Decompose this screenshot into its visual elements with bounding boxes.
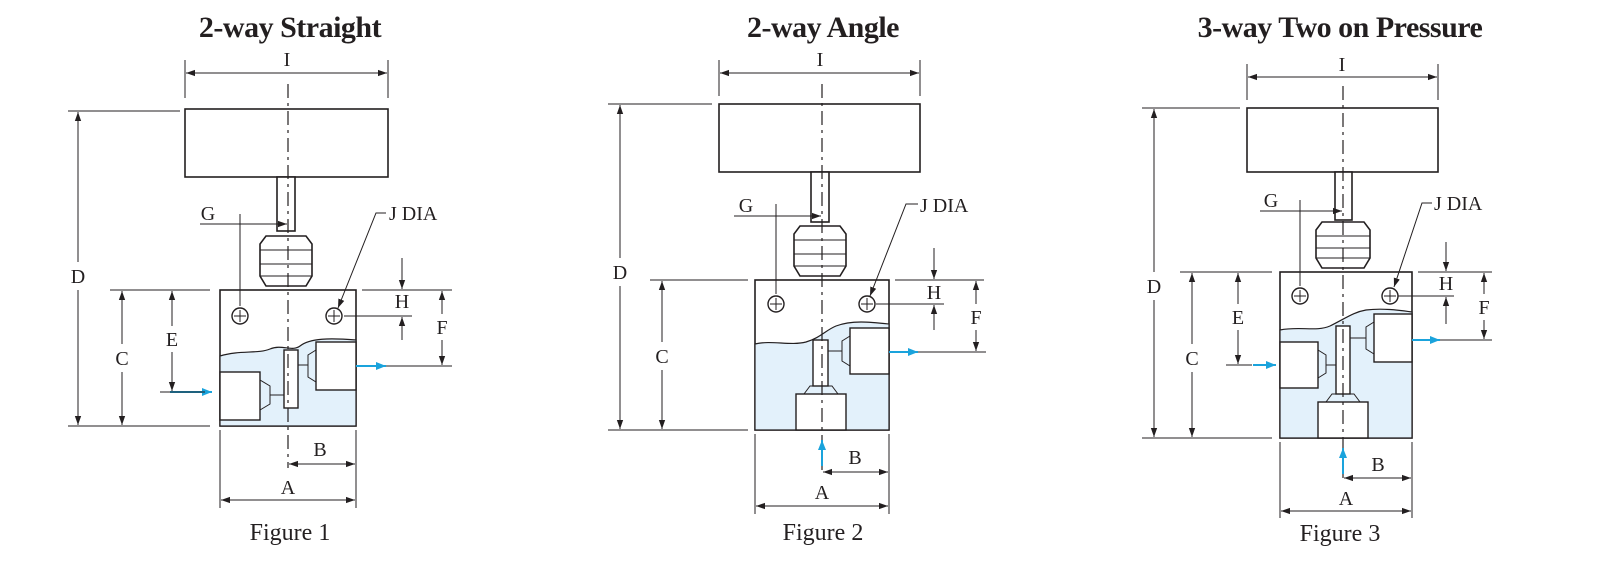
internal-passage — [283, 349, 299, 409]
dim-label-c: C — [115, 348, 128, 370]
dim-label-c: C — [1185, 348, 1198, 370]
figure-1-title: 2-way Straight — [199, 11, 382, 44]
dim-label-e: E — [1232, 307, 1244, 329]
packing-nut — [259, 235, 313, 287]
figure-3: 3-way Two on Pressure I — [1142, 11, 1494, 547]
dim-label-i: I — [284, 49, 291, 71]
figure-1: 2-way Straight I — [68, 11, 452, 546]
dim-label-a: A — [1339, 488, 1354, 510]
dim-label-b: B — [1371, 454, 1384, 476]
figure-3-caption: Figure 3 — [1300, 521, 1381, 547]
valve-handle — [184, 108, 389, 178]
inlet-port — [219, 371, 261, 421]
figure-2: 2-way Angle I — [608, 11, 986, 546]
dim-label-g: G — [201, 203, 215, 225]
outlet-port — [849, 327, 890, 375]
dim-label-e: E — [166, 329, 178, 351]
dim-label-i: I — [817, 49, 824, 71]
dim-label-j-dia: J DIA — [1434, 193, 1483, 215]
dim-label-g: G — [739, 195, 753, 217]
figure-2-title: 2-way Angle — [747, 11, 899, 44]
dim-label-f: F — [1478, 297, 1489, 319]
valve-stem — [276, 176, 296, 232]
outlet-port — [315, 341, 357, 391]
dim-label-b: B — [848, 447, 861, 469]
figure-1-caption: Figure 1 — [250, 520, 331, 546]
dim-label-i: I — [1339, 54, 1346, 76]
packing-nut — [793, 225, 847, 277]
dim-label-d: D — [1147, 276, 1161, 298]
dim-label-h: H — [1439, 273, 1453, 295]
dim-label-f: F — [436, 317, 447, 339]
dim-label-d: D — [71, 266, 85, 288]
dim-label-a: A — [281, 477, 296, 499]
dim-label-g: G — [1264, 190, 1278, 212]
outlet-port — [1373, 313, 1413, 363]
side-inlet-port — [1279, 341, 1319, 389]
dim-label-a: A — [815, 482, 830, 504]
internal-passage — [812, 339, 829, 387]
dim-label-f: F — [970, 307, 981, 329]
inlet-port — [795, 393, 847, 431]
figure-3-title: 3-way Two on Pressure — [1198, 11, 1483, 44]
dim-label-j-dia: J DIA — [920, 195, 969, 217]
dim-label-d: D — [613, 262, 627, 284]
valve-handle — [718, 103, 921, 173]
dim-label-h: H — [395, 291, 409, 313]
dim-label-b: B — [313, 439, 326, 461]
valve-stem — [810, 171, 830, 223]
dim-label-c: C — [655, 346, 668, 368]
dim-label-h: H — [927, 282, 941, 304]
packing-nut — [1315, 221, 1371, 269]
dim-label-j-dia: J DIA — [389, 203, 438, 225]
figure-2-caption: Figure 2 — [783, 520, 864, 546]
